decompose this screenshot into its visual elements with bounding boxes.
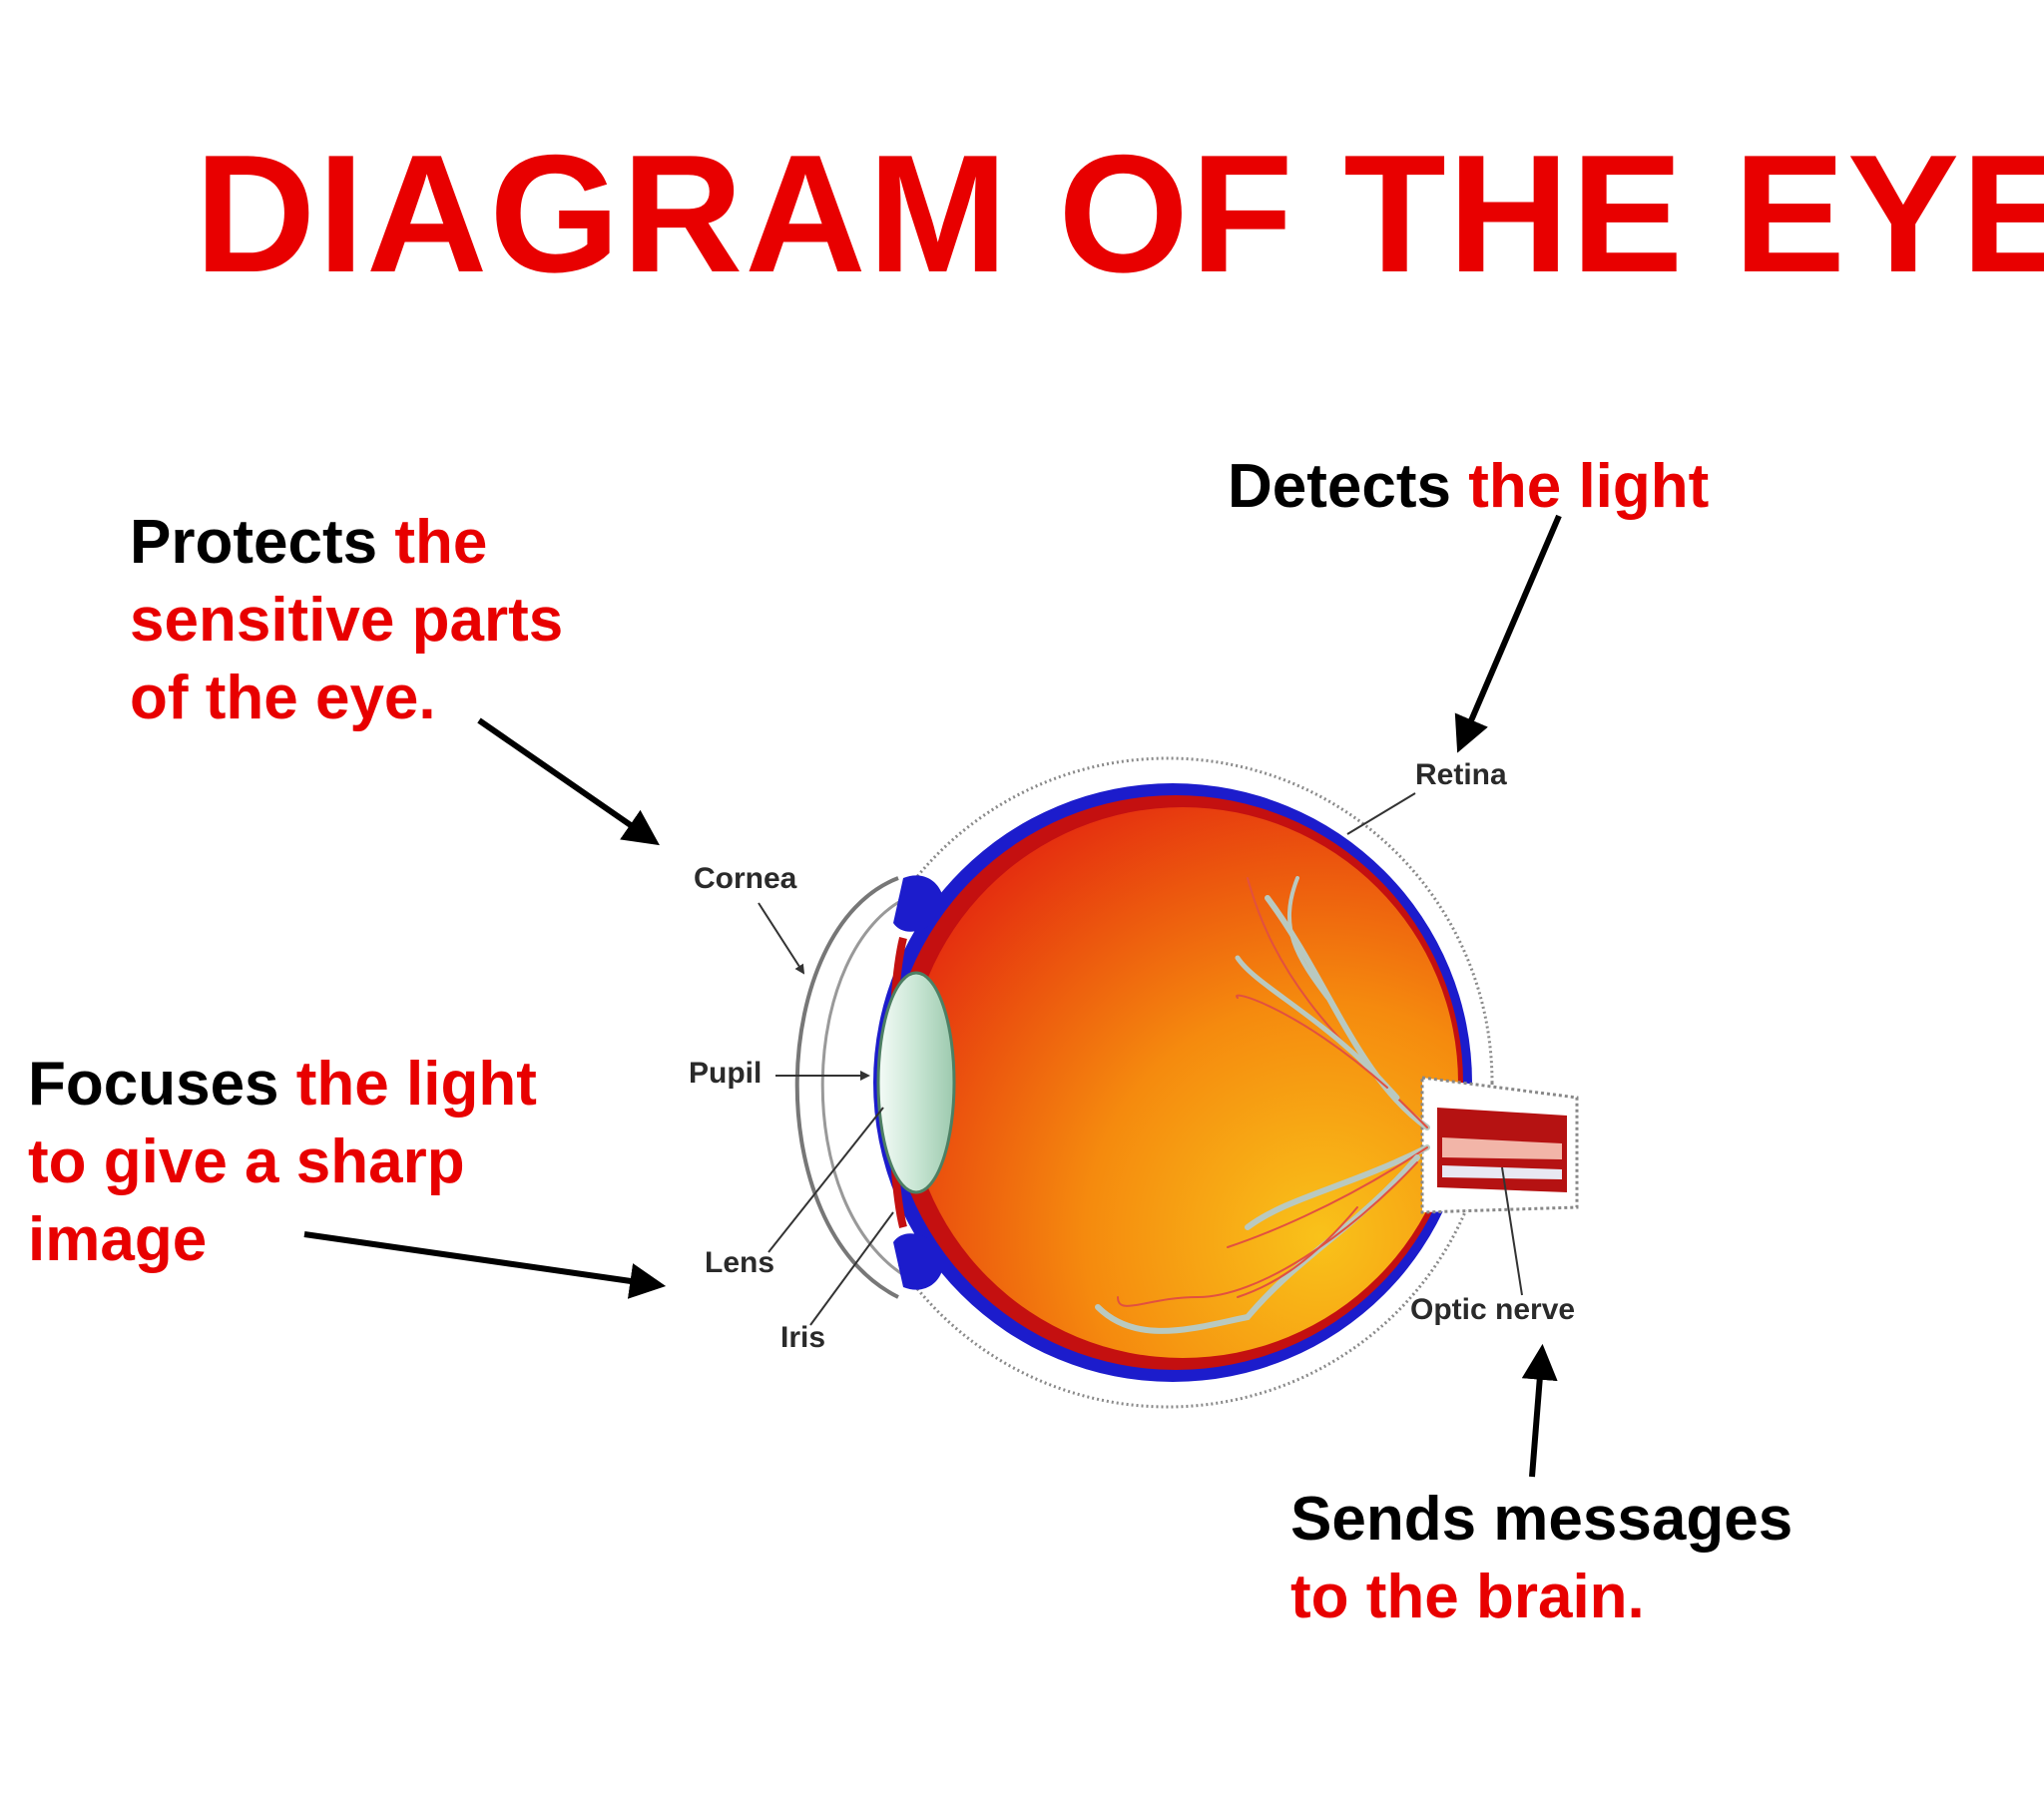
optic-nerve-shape bbox=[1420, 1076, 1579, 1214]
page-title: DIAGRAM OF THE EYE bbox=[195, 120, 2044, 307]
callout-protects-line-3: of the eye. bbox=[130, 664, 436, 732]
callout-protects-red-first: the bbox=[394, 508, 488, 577]
cornea-shape bbox=[794, 876, 899, 1299]
arrow-detects bbox=[1454, 514, 1562, 753]
lens-label: Lens bbox=[705, 1246, 774, 1279]
callout-detects-red: the light bbox=[1468, 452, 1710, 521]
arrow-focuses bbox=[303, 1231, 667, 1299]
callout-sends-red: to the brain. bbox=[1290, 1563, 1645, 1631]
blood-vessels bbox=[1095, 876, 1430, 1334]
callout-focuses-line-3: image bbox=[28, 1205, 208, 1274]
callout-sends: Sends messages to the brain. bbox=[1290, 1481, 1792, 1636]
callout-detects: Detects the light bbox=[1228, 448, 1709, 526]
callout-focuses-black: Focuses bbox=[28, 1050, 279, 1119]
cornea-label: Cornea bbox=[694, 862, 797, 895]
callout-focuses-line-2: to give a sharp bbox=[28, 1127, 465, 1196]
vitreous-body bbox=[907, 807, 1458, 1358]
callout-detects-black: Detects bbox=[1228, 452, 1451, 521]
callout-arrows bbox=[303, 514, 1562, 1478]
label-leaders bbox=[758, 792, 1523, 1326]
pupil-label: Pupil bbox=[689, 1057, 762, 1090]
arrow-protects bbox=[477, 717, 660, 846]
iris-shape-top bbox=[893, 875, 944, 932]
callout-protects-line-2: sensitive parts bbox=[130, 586, 564, 655]
retina-label: Retina bbox=[1415, 758, 1507, 791]
arrow-sends bbox=[1521, 1343, 1558, 1478]
lens-shape bbox=[876, 971, 956, 1194]
optic-nerve-label: Optic nerve bbox=[1410, 1293, 1575, 1326]
iris-shape-bottom bbox=[893, 1233, 944, 1290]
callout-focuses: Focuses the light to give a sharp image bbox=[28, 1046, 537, 1279]
callout-protects-black: Protects bbox=[130, 508, 378, 577]
callout-sends-black: Sends messages bbox=[1290, 1485, 1793, 1554]
callout-focuses-red-first: the light bbox=[295, 1050, 537, 1119]
callout-protects: Protects the sensitive parts of the eye. bbox=[130, 504, 563, 737]
iris-label: Iris bbox=[780, 1321, 825, 1354]
